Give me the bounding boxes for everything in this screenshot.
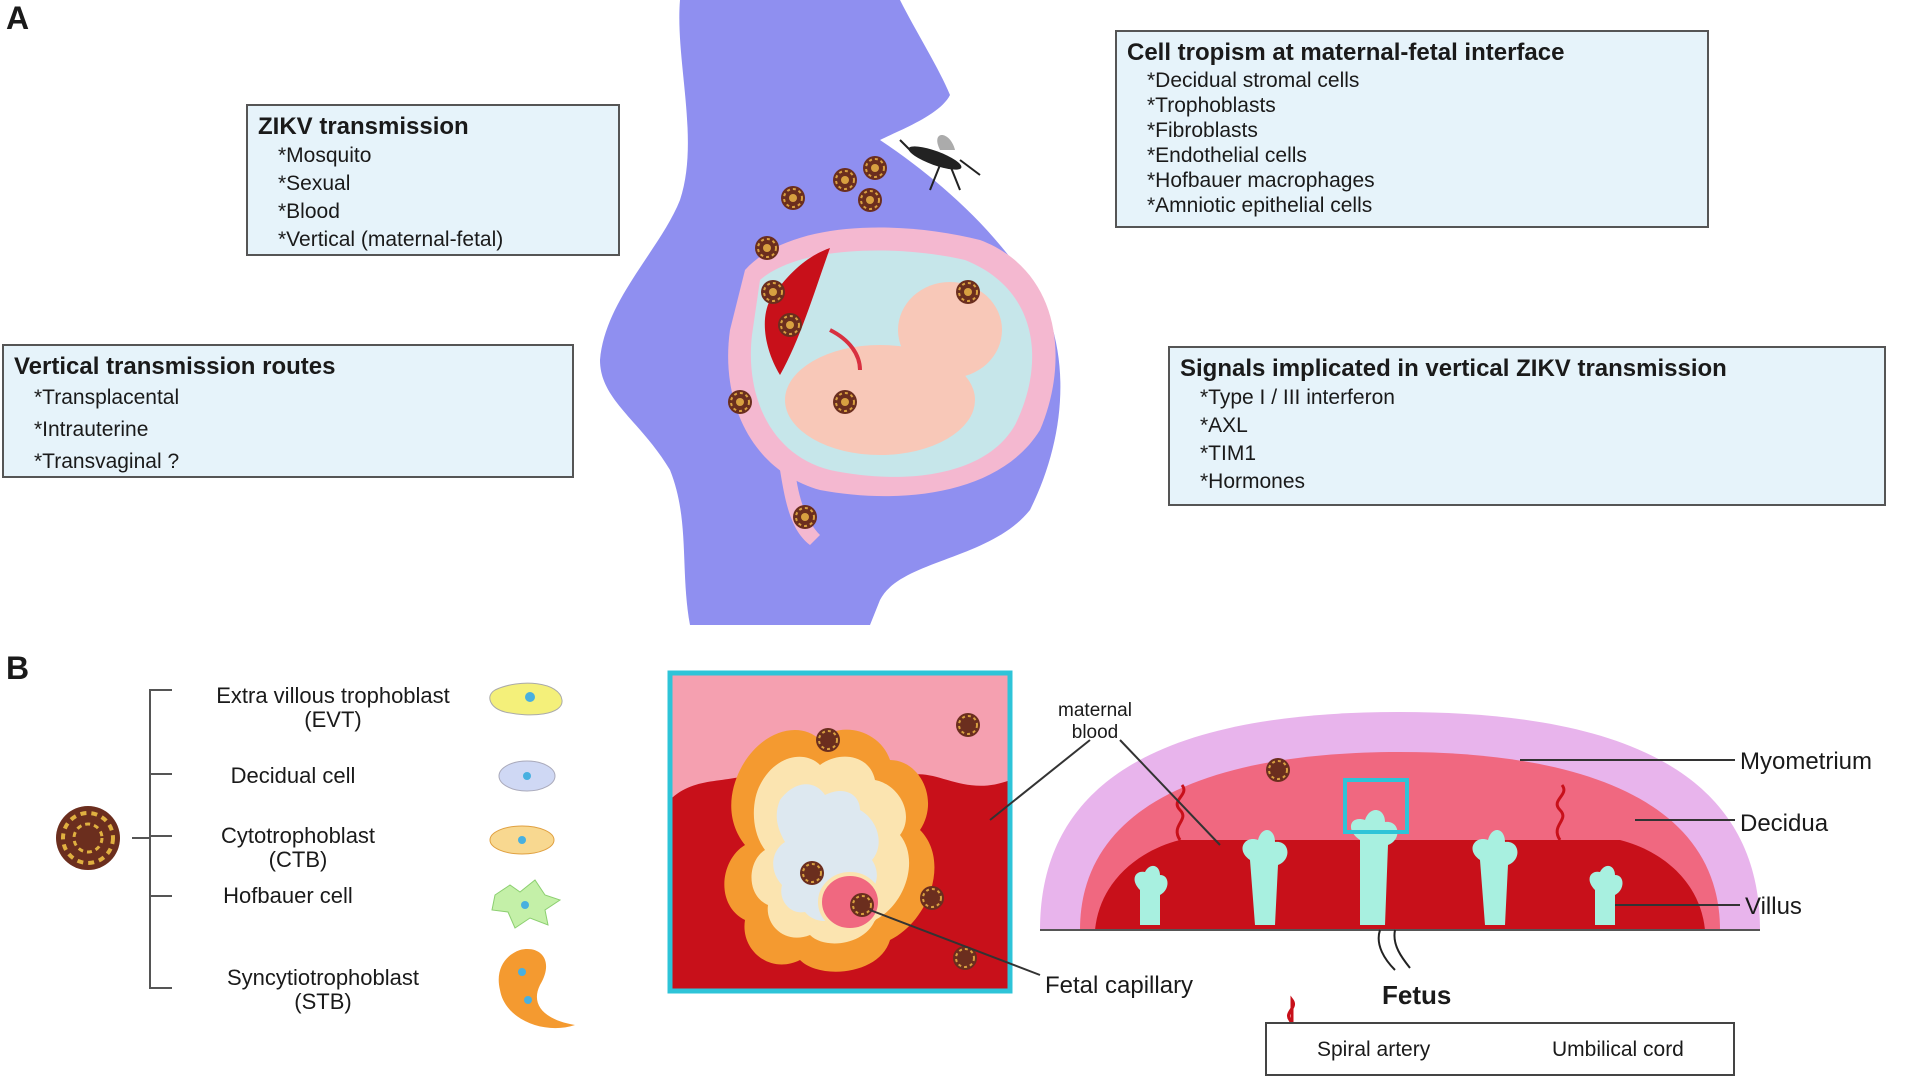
legend: Spiral artery Umbilical cord	[1265, 1022, 1735, 1076]
hofbauer-label: Hofbauer cell	[178, 884, 398, 908]
tropism-item: *Amniotic epithelial cells	[1147, 194, 1373, 217]
stb-abbr: (STB)	[294, 989, 352, 1014]
zikv-item: *Sexual	[278, 172, 351, 195]
maternal-blood-space	[1095, 840, 1705, 930]
signals-item: *Type I / III interferon	[1200, 386, 1395, 409]
signals-box-title: Signals implicated in vertical ZIKV tran…	[1180, 355, 1727, 382]
zika-virus-icon	[56, 806, 120, 870]
tropism-item: *Fibroblasts	[1147, 119, 1258, 142]
spiral-artery	[1555, 784, 1566, 841]
evt-label: Extra villous trophoblast (EVT)	[178, 684, 488, 732]
decidual-name: Decidual cell	[230, 763, 356, 788]
signals-box: Signals implicated in vertical ZIKV tran…	[1168, 346, 1886, 506]
stb-name: Syncytiotrophoblast	[227, 965, 419, 990]
cell-tropism-box: Cell tropism at maternal-fetal interface…	[1115, 30, 1709, 228]
vertical-routes-box: Vertical transmission routes *Transplace…	[2, 344, 574, 478]
tropism-item: *Decidual stromal cells	[1147, 69, 1360, 92]
zikv-item: *Mosquito	[278, 144, 372, 167]
ctb-label: Cytotrophoblast (CTB)	[178, 824, 418, 872]
villus-inset	[667, 670, 1013, 994]
fetal-capillary-label: Fetal capillary	[1045, 972, 1194, 999]
tropism-item: *Endothelial cells	[1147, 144, 1307, 167]
legend-spiral-artery: Spiral artery	[1317, 1038, 1431, 1061]
fetus-body	[785, 345, 975, 455]
hofbauer-name: Hofbauer cell	[223, 883, 353, 908]
signals-item: *TIM1	[1200, 442, 1257, 465]
maternal-blood-label: maternal blood	[1040, 700, 1150, 744]
mosquito-icon	[899, 135, 981, 191]
zikv-transmission-box: ZIKV transmission *Mosquito *Sexual *Blo…	[246, 104, 620, 256]
tropism-item: *Trophoblasts	[1147, 94, 1276, 117]
tropism-box-title: Cell tropism at maternal-fetal interface	[1127, 39, 1565, 66]
villus-trees	[1134, 810, 1623, 925]
fetus-label: Fetus	[1382, 980, 1452, 1010]
cell-type-bracket	[132, 689, 172, 989]
ctb-abbr: (CTB)	[268, 847, 328, 872]
panel-label-a: A	[6, 0, 30, 36]
routes-box-title: Vertical transmission routes	[14, 353, 336, 380]
virus-particle	[1265, 757, 1291, 783]
stb-label: Syncytiotrophoblast (STB)	[178, 966, 468, 1014]
villus-label: Villus	[1745, 893, 1802, 920]
signals-item: *AXL	[1200, 414, 1248, 437]
leader-maternal-blood	[989, 739, 1091, 821]
virus-particle	[815, 727, 841, 753]
legend-umbilical-cord: Umbilical cord	[1552, 1038, 1684, 1061]
placenta	[764, 248, 830, 375]
evt-abbr: (EVT)	[304, 707, 362, 732]
spiral-artery	[1175, 784, 1186, 841]
maternal-blood-line1: maternal	[1058, 700, 1132, 721]
leader-fetal-capillary	[869, 909, 1041, 976]
virus-particle	[849, 892, 875, 918]
maternal-blood-line2: blood	[1071, 722, 1119, 743]
routes-item: *Transplacental	[34, 386, 180, 409]
decidua-label: Decidua	[1740, 810, 1829, 837]
zikv-item: *Blood	[278, 200, 340, 223]
routes-item: *Intrauterine	[34, 418, 149, 441]
umbilical-cord-b	[1377, 929, 1411, 971]
ctb-name: Cytotrophoblast	[220, 823, 376, 848]
zikv-box-title: ZIKV transmission	[258, 113, 469, 140]
signals-item: *Hormones	[1200, 470, 1306, 493]
routes-item: *Transvaginal ?	[34, 450, 180, 473]
tropism-item: *Hofbauer macrophages	[1147, 169, 1375, 192]
leader-maternal-blood-2	[1119, 739, 1221, 846]
panel-label-b: B	[6, 650, 30, 686]
virus-particle	[955, 712, 981, 738]
zikv-item: *Vertical (maternal-fetal)	[278, 228, 504, 251]
umbilical-cord-a	[829, 328, 862, 371]
decidual-label: Decidual cell	[178, 764, 408, 788]
virus-particle	[799, 860, 825, 886]
virus-particle	[919, 885, 945, 911]
evt-name: Extra villous trophoblast	[216, 683, 450, 708]
placenta-inset-marker	[1343, 778, 1409, 834]
stb-cell-icon	[498, 949, 575, 1029]
myometrium-label: Myometrium	[1740, 748, 1873, 775]
